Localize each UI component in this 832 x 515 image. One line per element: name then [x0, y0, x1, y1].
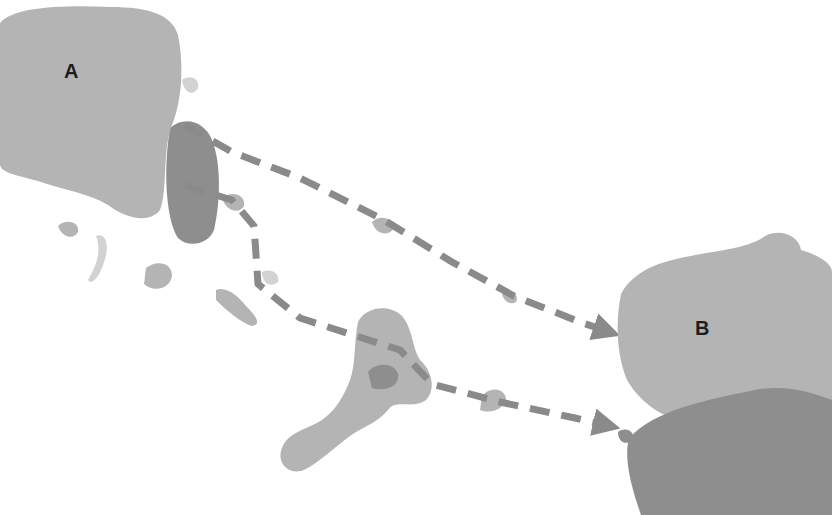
- archipelago: [280, 308, 431, 471]
- islet: [222, 194, 244, 211]
- region-outline: [0, 5, 185, 220]
- region-outline: [615, 232, 832, 515]
- dark-region: [166, 121, 219, 244]
- islet: [262, 270, 278, 284]
- islet: [88, 235, 107, 281]
- region-label: A: [64, 61, 78, 81]
- islet: [480, 389, 506, 411]
- migration-arrow: [185, 125, 615, 333]
- islet: [144, 263, 172, 288]
- islet: [216, 289, 257, 326]
- region-label: B: [695, 318, 709, 338]
- landmass: [0, 6, 181, 218]
- dark-landmass: [627, 388, 832, 515]
- islet: [502, 291, 517, 304]
- islet: [372, 218, 394, 234]
- migration-arrow: [185, 186, 615, 428]
- dark-islet: [368, 365, 398, 390]
- land-region: B: [615, 232, 832, 515]
- land-region: A: [0, 5, 185, 220]
- islet: [182, 77, 198, 92]
- islet: [58, 222, 78, 237]
